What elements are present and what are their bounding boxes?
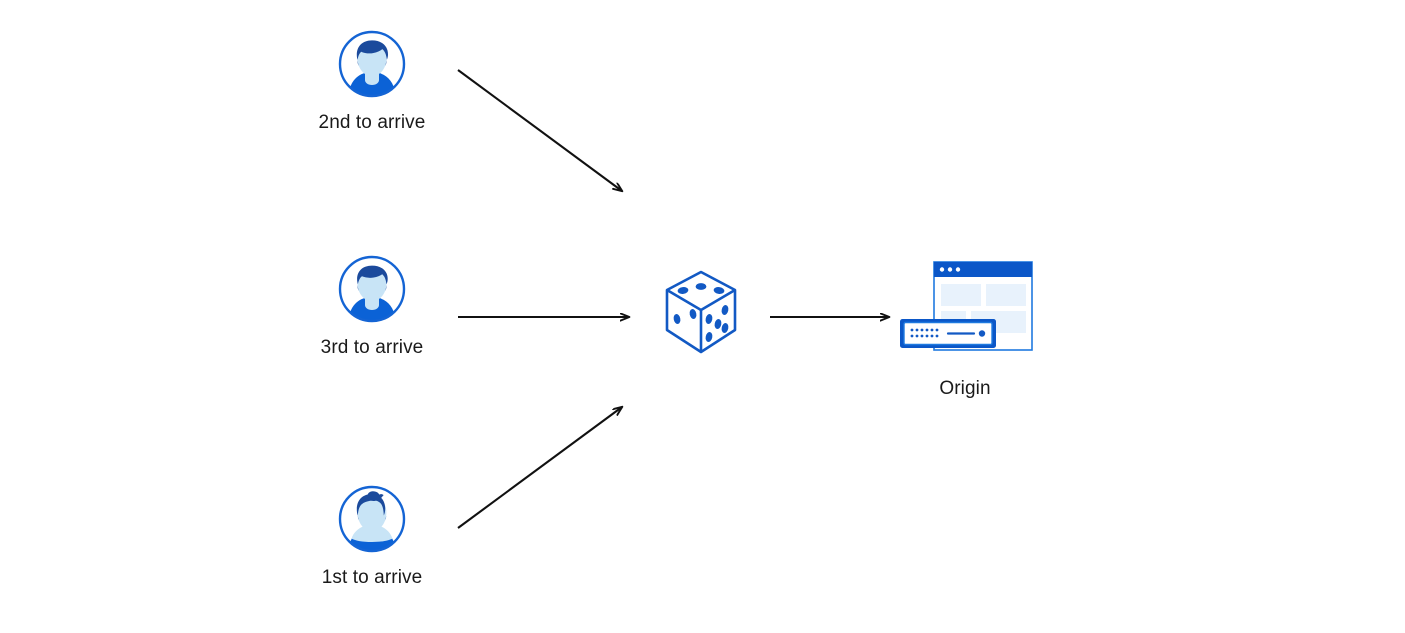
node-origin[interactable]: Origin: [896, 258, 1036, 399]
user-avatar-male-icon: [338, 255, 406, 323]
user-avatar-male-icon: [338, 30, 406, 98]
node-label-person-1st: 1st to arrive: [321, 567, 423, 588]
edge-person3-dice: [457, 407, 622, 529]
user-avatar-female-icon: [338, 485, 406, 553]
node-label-person-3rd: 3rd to arrive: [320, 337, 424, 358]
origin-server-icon: [900, 261, 1033, 351]
node-person-1st[interactable]: 1st to arrive: [322, 483, 422, 588]
edge-person1-dice: [457, 69, 622, 191]
node-person-2nd[interactable]: 2nd to arrive: [319, 28, 425, 133]
node-label-person-2nd: 2nd to arrive: [318, 112, 426, 133]
node-dice-random-selector[interactable]: [663, 268, 739, 358]
node-label-origin: Origin: [939, 378, 991, 399]
node-person-3rd[interactable]: 3rd to arrive: [321, 253, 423, 358]
server-appliance: [900, 319, 996, 348]
dice-icon: [665, 270, 737, 354]
